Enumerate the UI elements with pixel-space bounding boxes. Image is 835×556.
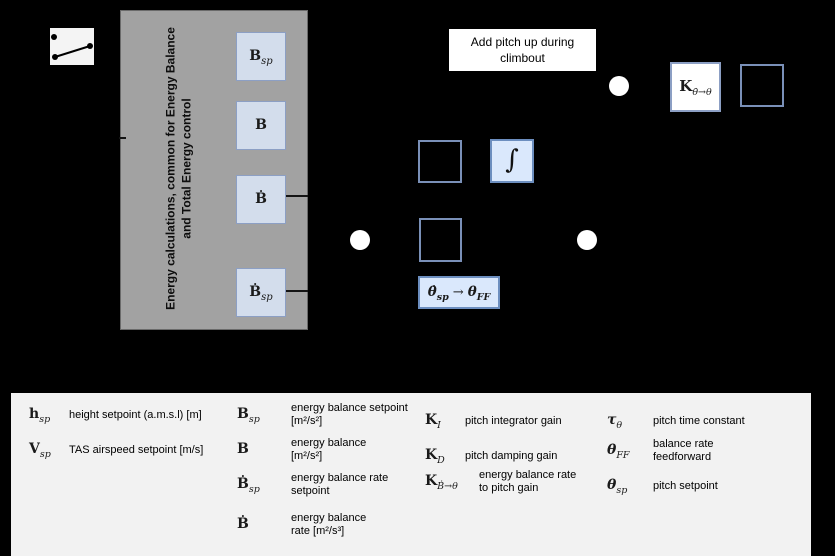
sum-junction [609,76,629,96]
pitch-rate-to-pitch-gain-block: Kθ̇→θ [670,62,721,112]
sum-junction [350,230,370,250]
legend-symbol: Ḃ [237,516,249,532]
legend-entry-vsp: Vsp TAS airspeed setpoint [m/s] [29,440,203,460]
energy-panel-label-line1: Energy calculations, common for Energy B… [163,27,178,310]
legend-entry-b: B energy balance[m²/s²] [237,437,366,463]
integrator-block: ∫ [490,139,534,183]
legend-symbol: Vsp [29,441,51,460]
legend-description: energy balance[m²/s²] [291,437,367,462]
legend-symbol: KD [425,447,445,466]
block-energy-balance-setpoint: Bsp [236,32,286,81]
annotation-text: Add pitch up during climbout [470,35,575,65]
right-arrow-icon: → [452,285,464,300]
legend-description: energy balance setpoint[m²/s²] [291,402,408,427]
energy-panel-label-line2: and Total Energy control [179,98,193,239]
block-energy-balance-rate: Ḃ [236,175,286,224]
block-label: B [255,116,267,133]
k-block-label: Kθ̇→θ [679,76,712,98]
legend-description: pitch setpoint [653,479,718,492]
ff-to-symbol: θFF [467,283,491,303]
legend-description: pitch integrator gain [465,414,562,427]
legend-symbol: Ḃsp [237,476,260,495]
legend-entry-tau: τθ pitch time constant [607,411,745,431]
connector-stub [119,137,126,139]
legend-symbol: KI [425,412,441,431]
legend-entry-bsp: Bsp energy balance setpoint[m²/s²] [237,402,408,428]
block-label: Bsp [249,47,273,67]
switch-icon [51,34,93,60]
legend-description: pitch damping gain [465,449,558,462]
legend-entry-ki: KI pitch integrator gain [425,411,562,431]
feedforward-mapping-block: θ̇sp → θFF [418,276,500,309]
legend-entry-kd: KD pitch damping gain [425,446,557,466]
legend-symbol: Bsp [237,406,260,425]
gain-block-integrator-gain [418,140,462,183]
legend-panel: hsp height setpoint (a.m.s.l) [m] Vsp TA… [11,393,811,556]
legend-description: height setpoint (a.m.s.l) [m] [69,408,202,421]
block-label: Ḃ [255,190,267,207]
legend-symbol: KḂ→θ [425,473,458,492]
gain-block-time-constant [740,64,784,107]
block-label: Ḃsp [249,283,273,303]
block-energy-balance-rate-setpoint: Ḃsp [236,268,286,317]
legend-symbol: B [237,441,249,457]
annotation-add-pitch-up: Add pitch up during climbout [448,28,597,72]
legend-description: TAS airspeed setpoint [m/s] [69,443,204,456]
integral-icon: ∫ [505,144,519,175]
block-energy-balance: B [236,101,286,150]
gain-block-damping-gain [419,218,462,262]
connector-stub [286,195,308,197]
legend-symbol: θFF [607,442,630,461]
ff-from-symbol: θ̇sp [427,283,449,303]
connector-stub [286,290,308,292]
legend-symbol: hsp [29,406,51,425]
legend-entry-hsp: hsp height setpoint (a.m.s.l) [m] [29,405,202,425]
sum-junction [577,230,597,250]
legend-description: pitch time constant [653,414,745,427]
legend-symbol: τθ [607,412,623,431]
legend-symbol: θsp [607,477,628,496]
switch-symbol [50,28,94,65]
legend-entry-thetasp: θsp pitch setpoint [607,476,718,496]
